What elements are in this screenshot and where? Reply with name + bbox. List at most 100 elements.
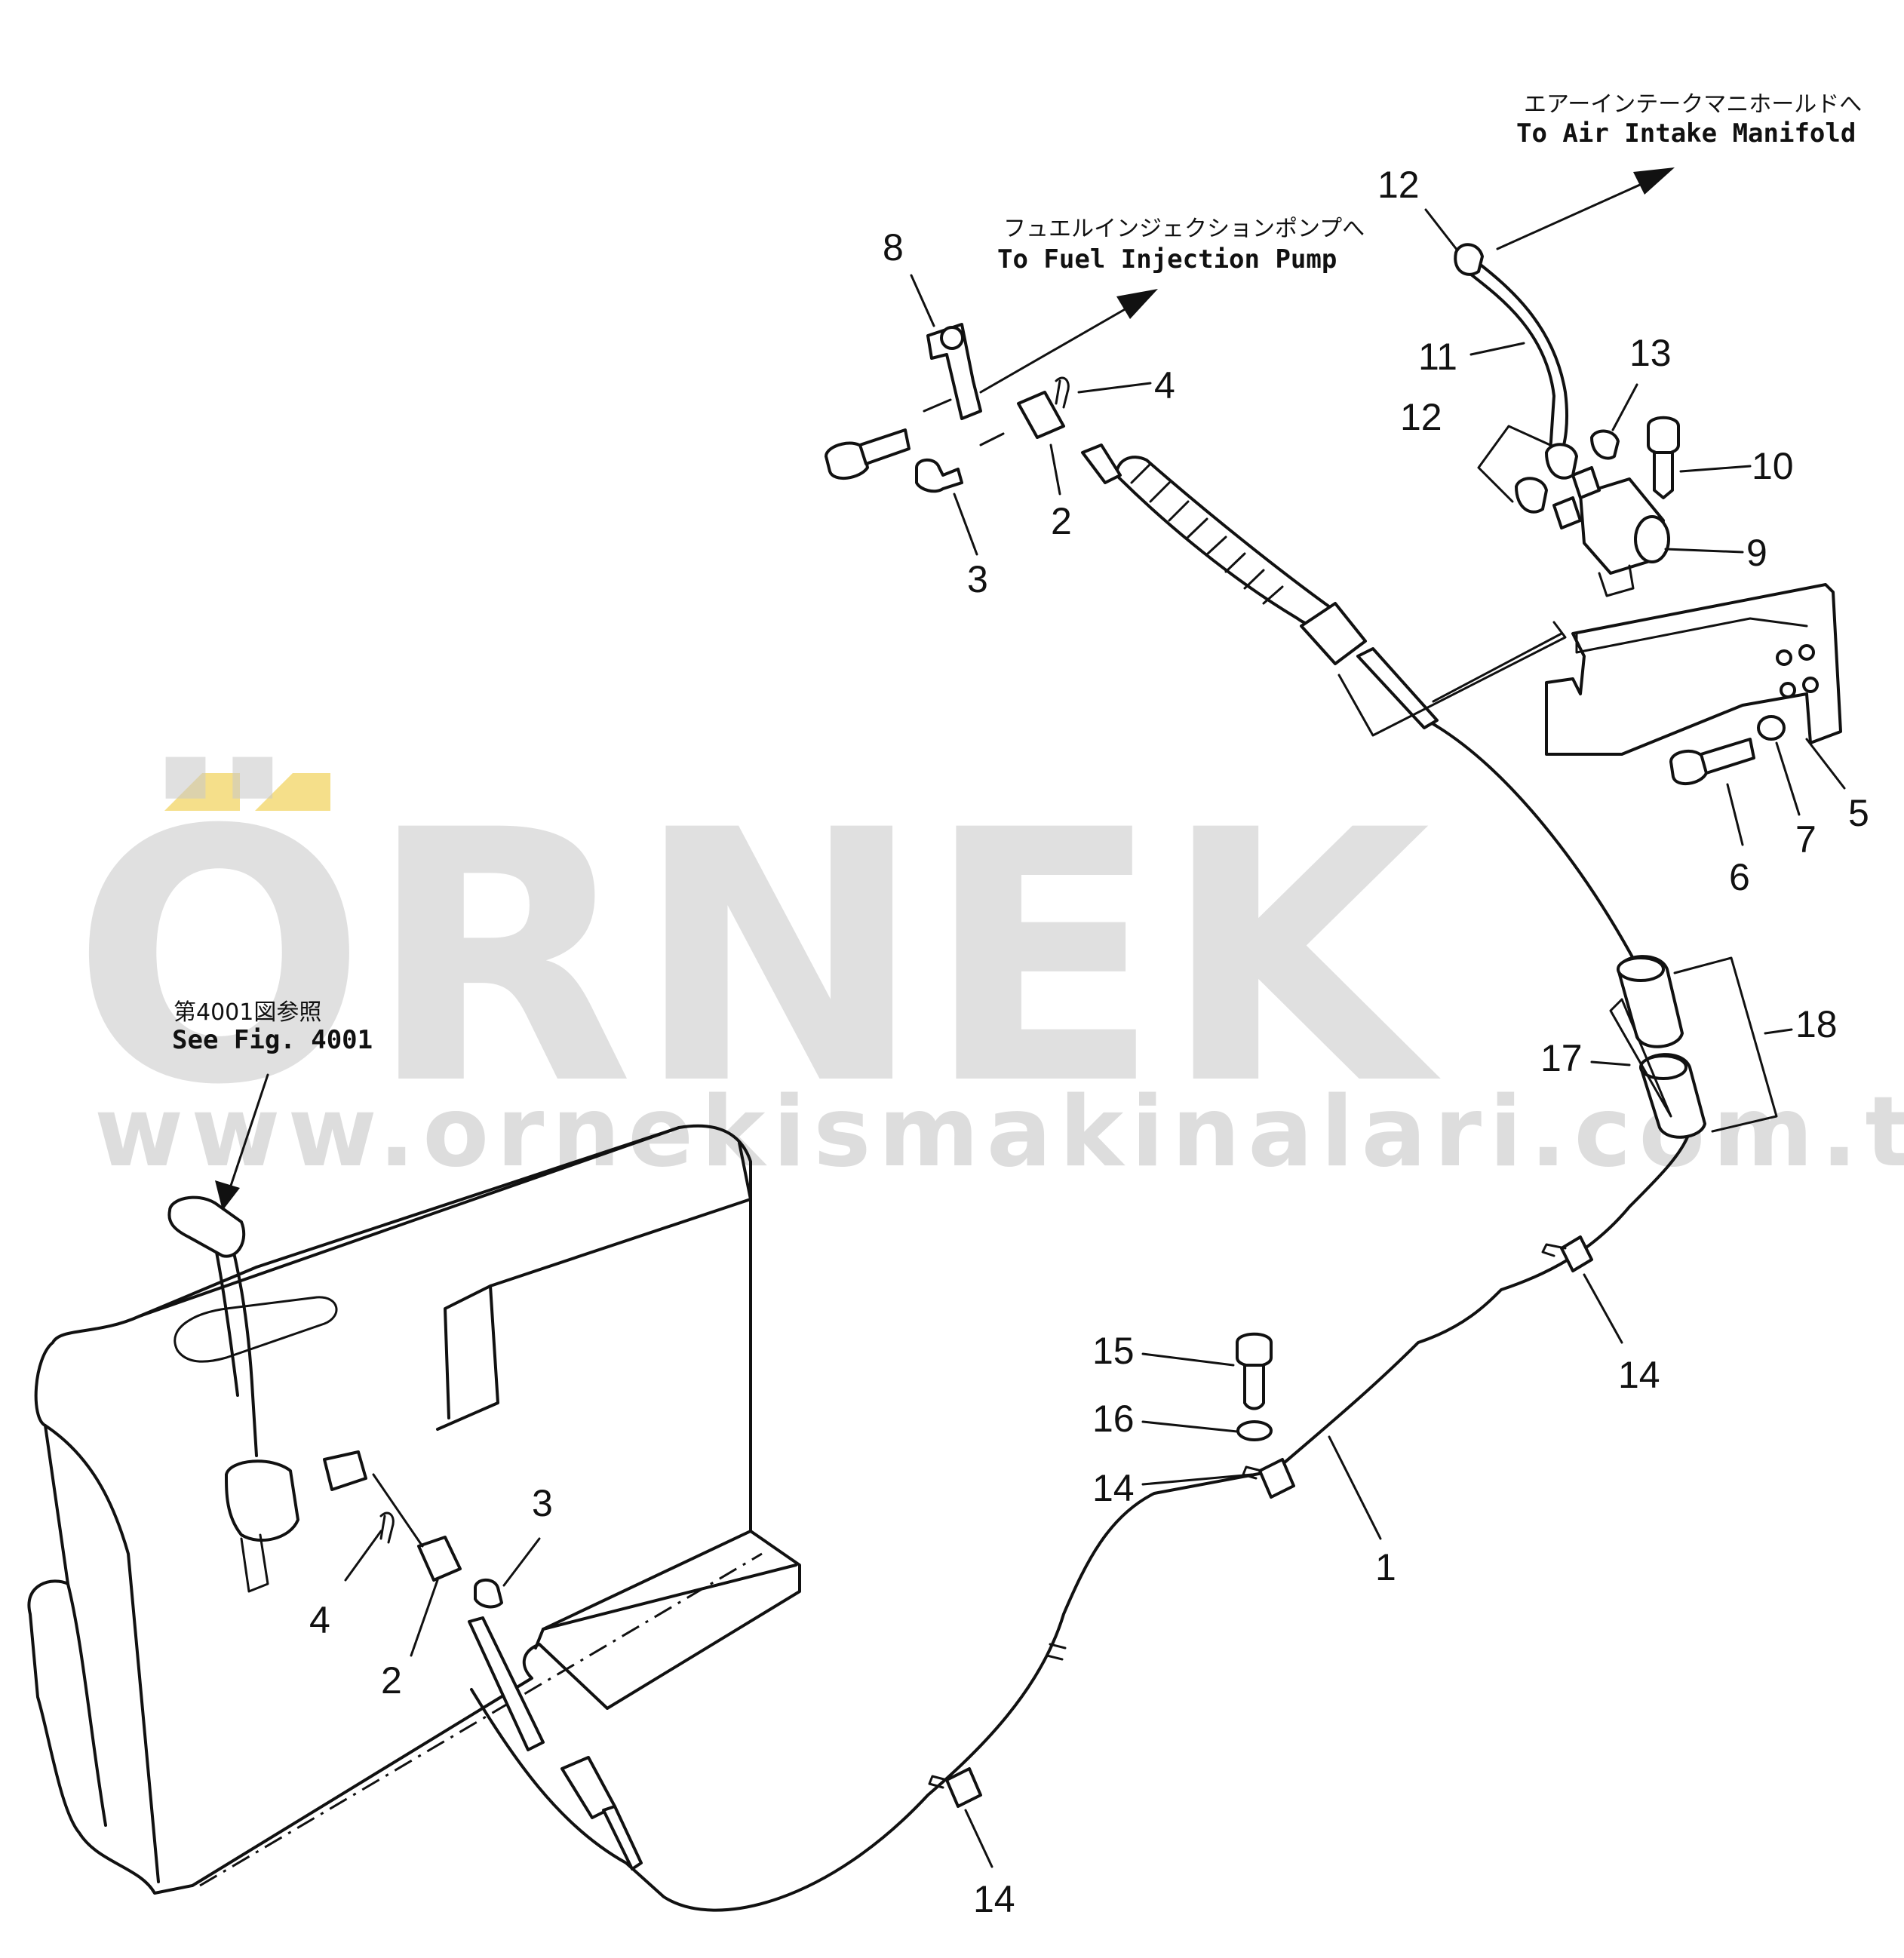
callout-6: 6 bbox=[1729, 856, 1750, 898]
clamp-upper bbox=[1560, 1235, 1593, 1272]
hose-assembly bbox=[1454, 243, 1620, 514]
watermark-accent-left bbox=[164, 773, 240, 811]
bracket-hole-4 bbox=[1802, 677, 1819, 693]
arrow-air-intake-line bbox=[1496, 180, 1650, 250]
lower-link bbox=[372, 1473, 503, 1609]
switch-9-terminal-b bbox=[1571, 466, 1601, 499]
cable-boot-ribs bbox=[1130, 462, 1284, 605]
callout-13: 13 bbox=[1629, 332, 1672, 374]
callout-18: 18 bbox=[1795, 1003, 1838, 1045]
leader-15 bbox=[1141, 1352, 1235, 1367]
leader-3-upper bbox=[953, 493, 978, 556]
clamp-lower-tab bbox=[928, 1775, 948, 1789]
leader-10 bbox=[1679, 465, 1752, 473]
callout-4-lower: 4 bbox=[309, 1599, 330, 1641]
callout-8: 8 bbox=[883, 226, 904, 269]
bolt-washer-15-16 bbox=[1236, 1332, 1273, 1441]
fitting-13 bbox=[1590, 429, 1620, 460]
hose-11-inner bbox=[1466, 270, 1555, 454]
callout-3-lower: 3 bbox=[532, 1482, 553, 1524]
washer-7 bbox=[1757, 715, 1786, 741]
bracket-and-switch bbox=[1545, 466, 1842, 756]
upper-link-guides bbox=[923, 398, 1005, 447]
pump-lever-arm bbox=[323, 1450, 367, 1491]
leader-14-upper bbox=[1583, 1273, 1623, 1344]
leader-4-upper bbox=[1077, 382, 1152, 394]
arrow-fuel-pump-head bbox=[1116, 289, 1158, 319]
callout-14-lower: 14 bbox=[973, 1878, 1015, 1920]
leader-2-lower bbox=[410, 1579, 439, 1657]
bolt-15-shank bbox=[1243, 1364, 1265, 1410]
switch-9-terminal-a bbox=[1552, 496, 1582, 529]
leader-18 bbox=[1764, 1028, 1793, 1035]
watermark: ÖRNEK www.ornekismakinalari.com.tr bbox=[72, 753, 1904, 1189]
tank-end-face bbox=[44, 1424, 160, 1883]
leader-lines bbox=[344, 208, 1846, 1868]
leader-8 bbox=[910, 274, 935, 327]
cable-tip-upper bbox=[1081, 443, 1122, 484]
annotation-see-fig-jp: 第4001図参照 bbox=[174, 999, 321, 1026]
filler-cap bbox=[167, 1195, 246, 1258]
filler-tube-inner bbox=[213, 1243, 239, 1397]
connector-upper-end bbox=[1617, 956, 1665, 982]
leader-3-lower bbox=[502, 1537, 541, 1587]
leader-1 bbox=[1328, 1435, 1382, 1540]
lower-link-guide bbox=[372, 1473, 424, 1548]
text-annotations: フュエルインジェクションポンプへ To Fuel Injection Pump … bbox=[172, 91, 1862, 1055]
bracket-8 bbox=[926, 323, 982, 420]
annotation-air-intake-en: To Air Intake Manifold bbox=[1516, 118, 1856, 149]
cable-end-lower bbox=[468, 1616, 545, 1751]
watermark-accent-right bbox=[255, 773, 330, 811]
pump-stem bbox=[240, 1533, 269, 1593]
tank-step-3 bbox=[444, 1284, 492, 1419]
bolt-10-shank bbox=[1653, 451, 1674, 499]
tank-ledge-front bbox=[542, 1564, 797, 1631]
direction-arrows bbox=[215, 167, 1675, 1211]
tank-slot bbox=[174, 1296, 338, 1363]
guide-upper-2 bbox=[1432, 632, 1563, 703]
bracket-5-flange bbox=[1575, 617, 1808, 654]
callout-3-upper: 3 bbox=[967, 558, 988, 600]
annotation-air-intake-jp: エアーインテークマニホールドへ bbox=[1524, 91, 1862, 118]
leader-16 bbox=[1141, 1420, 1239, 1433]
callout-11: 11 bbox=[1418, 336, 1457, 378]
callout-5: 5 bbox=[1848, 792, 1869, 834]
cotter-4-upper bbox=[1055, 376, 1070, 409]
leader-14-lower bbox=[964, 1809, 993, 1868]
leader-6 bbox=[1726, 783, 1744, 846]
leader-14-middle bbox=[1141, 1473, 1254, 1486]
callout-14-middle: 14 bbox=[1092, 1467, 1135, 1509]
clamp-middle bbox=[1258, 1458, 1295, 1499]
cable-rod-upper bbox=[1356, 647, 1439, 729]
callout-2-lower: 2 bbox=[381, 1659, 402, 1702]
leader-7 bbox=[1775, 741, 1801, 816]
bolt-washer-6-7 bbox=[1669, 715, 1786, 786]
cable-upper bbox=[1432, 723, 1638, 967]
callout-numbers: 8 4 2 3 12 11 12 13 10 9 5 7 6 18 17 14 … bbox=[309, 164, 1869, 1920]
bolt-upper-shank bbox=[858, 428, 911, 465]
clamp-lower bbox=[945, 1767, 982, 1808]
clamp-upper-tab bbox=[1541, 1243, 1567, 1257]
joint-2-upper bbox=[1017, 391, 1065, 439]
tank-step-1 bbox=[255, 1126, 680, 1269]
cotter-4-lower bbox=[379, 1511, 395, 1544]
bracket-5 bbox=[1545, 583, 1842, 756]
annotation-see-fig-en: See Fig. 4001 bbox=[172, 1025, 373, 1055]
guide-upper bbox=[1337, 621, 1567, 737]
tank-ledge bbox=[534, 1530, 752, 1650]
fitting-12-lower bbox=[1545, 443, 1578, 480]
callout-12-lower: 12 bbox=[1400, 396, 1442, 438]
tank-top-edge bbox=[138, 1266, 258, 1318]
leader-17 bbox=[1590, 1060, 1631, 1066]
leader-4-lower bbox=[344, 1530, 382, 1582]
fuel-tank-assembly bbox=[27, 1124, 801, 1895]
annotation-fuel-pump-jp: フュエルインジェクションポンプへ bbox=[1003, 216, 1365, 242]
cable-nut-upper bbox=[1300, 602, 1367, 665]
bracket-hole-3 bbox=[1780, 682, 1796, 698]
switch-9-mount bbox=[1598, 564, 1635, 597]
cable-main bbox=[470, 1130, 1691, 1912]
bracket-8-roller bbox=[940, 326, 964, 350]
leader-11 bbox=[1469, 342, 1525, 356]
